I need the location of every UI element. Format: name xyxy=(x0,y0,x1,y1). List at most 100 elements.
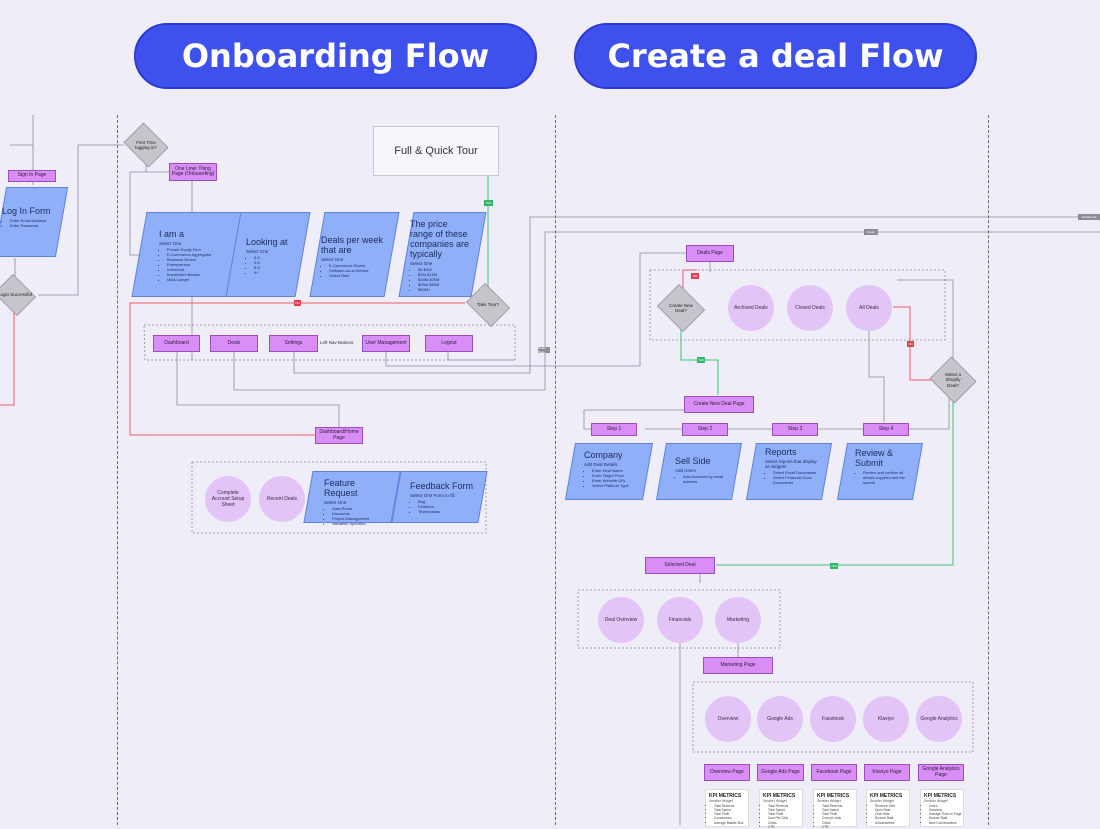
node-item: E-Commerce Stores xyxy=(329,263,386,268)
kpi-item: Total Spend xyxy=(822,808,856,812)
google-ads-channel-node[interactable]: Google Ads xyxy=(757,696,803,742)
deals-page-node[interactable]: Deals Page xyxy=(686,245,734,262)
kpi-subtitle: Smaller Widget xyxy=(709,799,733,803)
klaviyo-channel-node[interactable]: Klaviyo xyxy=(863,696,909,742)
no-tag: NO xyxy=(294,300,301,306)
overview-page-node[interactable]: Overview Page xyxy=(704,764,750,781)
sign-in-page-node[interactable]: Sign In Page xyxy=(8,170,56,182)
sell-side-node[interactable]: Sell Side Add Users Add investors by ema… xyxy=(655,443,743,500)
kpi-title: KPI METRICS xyxy=(763,793,796,799)
decision-label: Take Tour? xyxy=(477,302,499,308)
review-submit-node[interactable]: Review & Submit Review and confirm all d… xyxy=(836,443,924,500)
node-item: Valuation Specifics xyxy=(332,521,390,526)
node-subtitle: Select One xyxy=(324,499,347,505)
kpi-item: Average Basket Size xyxy=(714,821,748,825)
node-subtitle: Select One xyxy=(246,248,269,254)
nav-user-management-button[interactable]: User Management xyxy=(362,335,410,352)
node-title: I am a xyxy=(159,229,185,239)
facebook-page-node[interactable]: Facebook Page xyxy=(811,764,857,781)
login-form-node[interactable]: Log In Form Enter Email Address Enter Pa… xyxy=(0,187,69,257)
company-node[interactable]: Company Add Deal Details Enter Deal Name… xyxy=(564,443,654,500)
step-1-node[interactable]: Step 1 xyxy=(591,423,637,436)
i-am-node[interactable]: I am a Select One Private Equity Firm E-… xyxy=(131,212,242,297)
node-item: Business Broker xyxy=(167,257,228,262)
node-item: 9+ xyxy=(254,270,297,275)
deals-per-week-node[interactable]: Deals per week that are Select One E-Com… xyxy=(309,212,400,297)
nav-logout-button[interactable]: Logout xyxy=(425,335,473,352)
node-item: E-Commerce Aggregator xyxy=(167,252,228,257)
node-subtitle: Select One Form to fill xyxy=(410,492,455,498)
looking-at-node[interactable]: Looking at Select One 0-3 3-6 6-9 9+ xyxy=(225,212,311,297)
login-successful-decision[interactable]: Login Successful xyxy=(0,274,38,316)
node-item: Add investors by email address xyxy=(683,474,731,484)
kpi-subtitle: Smaller Widget xyxy=(924,799,948,803)
kpi-item: Cost per click xyxy=(822,816,856,820)
closed-deals-node[interactable]: Closed Deals xyxy=(787,285,833,331)
selected-deal-node[interactable]: Selected Deal xyxy=(645,557,715,574)
feedback-form-node[interactable]: Feedback Form Select One Form to fill Bu… xyxy=(391,471,488,523)
node-item: Data Room xyxy=(332,506,390,511)
step-2-node[interactable]: Step 2 xyxy=(682,423,728,436)
financials-node[interactable]: Financials xyxy=(657,597,703,643)
step-3-node[interactable]: Step 3 xyxy=(772,423,818,436)
marketing-node[interactable]: Marketing xyxy=(715,597,761,643)
node-title: Feedback Form xyxy=(410,481,474,491)
onboarding-flow-header: Onboarding Flow xyxy=(134,23,537,89)
node-item: Select Platform Type xyxy=(592,483,642,488)
login-form-title: Log In Form xyxy=(2,206,51,216)
take-tour-decision[interactable]: Take Tour? xyxy=(463,283,513,327)
node-item: $25M-$50M xyxy=(418,282,473,287)
archived-deals-node[interactable]: Archived Deals xyxy=(728,285,774,331)
kpi-item: Cost Per Click xyxy=(768,816,802,820)
kpi-item: Unsubscribes xyxy=(875,821,909,825)
deal-flow-header: Create a deal Flow xyxy=(574,23,977,89)
node-item: 3-6 xyxy=(254,260,297,265)
step-4-node[interactable]: Step 4 xyxy=(863,423,909,436)
kpi-card: KPI METRICS Smaller Widget Total Revenue… xyxy=(813,789,857,829)
klaviyo-page-node[interactable]: Klaviyo Page xyxy=(864,764,910,781)
kpi-item: Bounce Rate xyxy=(929,816,963,820)
kpi-item: Total Spend xyxy=(714,808,748,812)
lane-divider xyxy=(988,115,989,825)
create-new-deal-page-node[interactable]: Create New Deal Page xyxy=(684,396,754,413)
no-tag: NO xyxy=(907,341,914,347)
reports-node[interactable]: Reports Select reports that display as w… xyxy=(745,443,833,500)
deal-overview-node[interactable]: Deal Overview xyxy=(598,597,644,643)
kpi-item: Clicks xyxy=(768,821,802,825)
kpi-item: Total Revenue xyxy=(768,804,802,808)
first-time-decision[interactable]: First Time logging in? xyxy=(121,122,171,168)
decision-label: Select a Shopify Deal? xyxy=(944,371,962,388)
nav-deals-button[interactable]: Deals xyxy=(210,335,258,352)
dashboard-home-node[interactable]: Dashboard/Home Page xyxy=(315,427,363,444)
marketing-page-node[interactable]: Marketing Page xyxy=(703,657,773,674)
facebook-channel-node[interactable]: Facebook xyxy=(810,696,856,742)
tour-node[interactable]: Full & Quick Tour xyxy=(373,126,499,176)
node-item: Individual xyxy=(167,267,228,272)
google-ads-page-node[interactable]: Google Ads Page xyxy=(757,764,804,781)
node-title: Reports xyxy=(765,447,797,457)
feature-request-node[interactable]: Feature Request Select One Data Room Dis… xyxy=(303,471,401,526)
nav-dashboard-button[interactable]: Dashboard xyxy=(153,335,200,352)
yes-tag: YES xyxy=(484,200,493,206)
kpi-item: Total Profit xyxy=(714,812,748,816)
create-new-deal-decision[interactable]: Create New Deal? xyxy=(655,284,707,332)
login-form-item: Enter Email Address xyxy=(10,218,56,223)
select-shopify-deal-decision[interactable]: Select a Shopify Deal? xyxy=(928,356,978,404)
one-liner-page-node[interactable]: One Liner Thing Page (Onboarding) xyxy=(169,163,217,181)
node-item: Entrepreneur xyxy=(167,262,228,267)
nav-settings-button[interactable]: Settings xyxy=(269,335,318,352)
all-deals-node[interactable]: All Deals xyxy=(846,285,892,331)
kpi-title: KPI METRICS xyxy=(870,793,903,799)
kpi-item: Average Time on Page xyxy=(929,812,963,816)
kpi-item: Total Revenue xyxy=(714,804,748,808)
price-range-node[interactable]: The price range of these companies are t… xyxy=(398,212,487,297)
recent-deals-node[interactable]: Recent Deals xyxy=(259,476,305,522)
node-title: Review & Submit xyxy=(855,448,894,468)
kpi-item: Revenue Sent xyxy=(875,804,909,808)
google-analytics-page-node[interactable]: Google Analytics Page xyxy=(918,764,964,781)
google-analytics-channel-node[interactable]: Google Analytics xyxy=(916,696,962,742)
complete-setup-node[interactable]: Complete Account Setup Sheet xyxy=(205,476,251,522)
node-subtitle: Select One xyxy=(159,240,182,246)
overview-channel-node[interactable]: Overview xyxy=(705,696,751,742)
